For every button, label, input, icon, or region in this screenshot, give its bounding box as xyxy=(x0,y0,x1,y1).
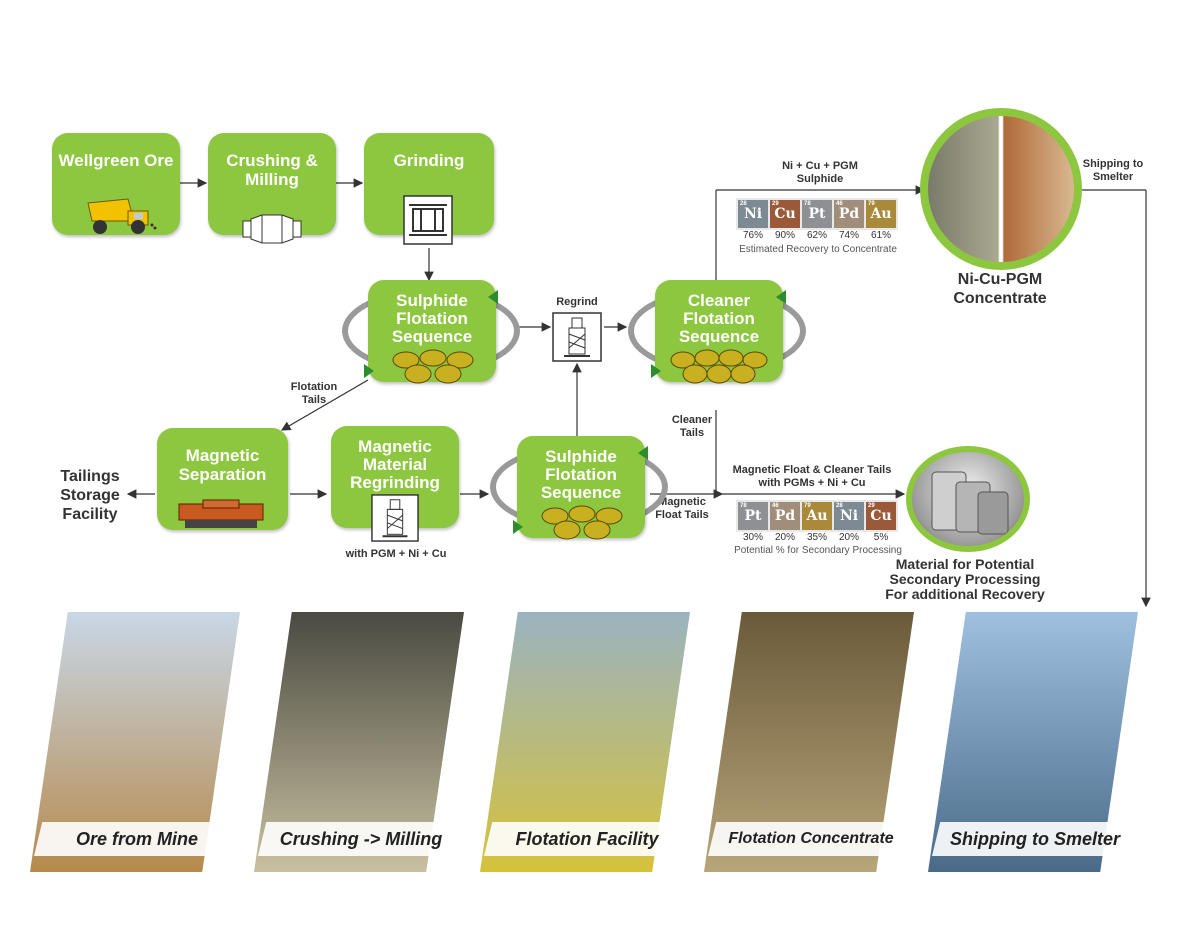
flow-triangle-icon xyxy=(488,290,498,304)
element-percentage: 20% xyxy=(774,532,795,543)
flotation-cells-icon xyxy=(541,505,623,540)
grinder-icon xyxy=(403,195,453,245)
wellgreen-ore-label: Wellgreen Ore xyxy=(58,151,174,170)
sulphide-flotation-bottom-box: Sulphide Flotation Sequence xyxy=(517,436,645,540)
regrind-label: Regrind xyxy=(556,296,598,308)
photo-caption: Ore from Mine xyxy=(34,822,240,856)
estimated-recovery-caption: Estimated Recovery to Concentrate xyxy=(739,244,897,255)
element-percentage: 61% xyxy=(870,230,891,241)
concentrate-label: Ni-Cu-PGM Concentrate xyxy=(953,271,1047,307)
element-percentage: 35% xyxy=(806,532,827,543)
magnetic-separation-box: Magnetic Separation xyxy=(157,428,288,530)
magnetic-float-tails-label: Magnetic Float Tails xyxy=(655,496,709,521)
regrind-mill-icon xyxy=(371,494,419,542)
flotation-tails-label: Flotation Tails xyxy=(290,381,338,406)
atomic-number: 46 xyxy=(772,503,779,509)
wellgreen-ore-box: Wellgreen Ore xyxy=(52,133,180,235)
element-percentage: 90% xyxy=(774,230,795,241)
grinding-box: Grinding xyxy=(364,133,494,245)
element-percentage: 62% xyxy=(806,230,827,241)
cleaner-flotation-label: Cleaner Flotation Sequence xyxy=(678,291,760,346)
element-symbol: Cu xyxy=(870,508,892,524)
atomic-number: 46 xyxy=(836,201,843,207)
flotation-cells-icon xyxy=(670,349,768,384)
flotation-cells-icon xyxy=(392,349,474,384)
magnetic-material-regrinding-box: Magnetic Material Regrinding xyxy=(331,426,459,542)
flow-triangle-icon xyxy=(776,290,786,304)
element-symbol: Cu xyxy=(774,206,796,222)
mill-icon xyxy=(242,214,302,244)
element-symbol: Ni xyxy=(743,206,763,222)
dump-truck-icon xyxy=(87,198,157,234)
magnetic-separation-label: Magnetic Separation xyxy=(178,446,267,484)
flow-triangle-icon xyxy=(513,520,523,534)
concentrate-image xyxy=(920,108,1082,270)
element-symbol: Au xyxy=(870,206,892,222)
metal-bars-icon xyxy=(931,471,1009,535)
photo-caption: Flotation Concentrate xyxy=(708,822,914,856)
element-symbol: Ni xyxy=(839,508,859,524)
element-symbol: Pd xyxy=(838,206,860,222)
magnetic-separator-icon xyxy=(178,499,264,528)
photo-caption: Shipping to Smelter xyxy=(932,822,1138,856)
element-percentage: 30% xyxy=(742,532,763,543)
atomic-number: 78 xyxy=(804,201,811,207)
atomic-number: 79 xyxy=(804,503,811,509)
sulphide-flotation-bottom-label: Sulphide Flotation Sequence xyxy=(540,447,622,502)
secondary-percentages: 30% 20% 35% 20% 5% xyxy=(738,532,896,543)
element-symbol: Pd xyxy=(774,508,796,524)
flow-triangle-icon xyxy=(651,364,661,378)
magnetic-material-regrinding-label: Magnetic Material Regrinding xyxy=(350,437,440,492)
element-symbol: Pt xyxy=(808,206,826,222)
metal-bars-image xyxy=(906,446,1030,552)
atomic-number: 29 xyxy=(868,503,875,509)
cleaner-flotation-box: Cleaner Flotation Sequence xyxy=(655,280,783,384)
shipping-to-smelter-label: Shipping to Smelter xyxy=(1082,158,1144,183)
atomic-number: 78 xyxy=(740,503,747,509)
element-percentage: 5% xyxy=(873,532,889,543)
element-percentage: 76% xyxy=(742,230,763,241)
with-pgm-label: with PGM + Ni + Cu xyxy=(345,548,447,560)
flow-triangle-icon xyxy=(638,446,648,460)
sulphide-flotation-top-box: Sulphide Flotation Sequence xyxy=(368,280,496,384)
element-symbol: Au xyxy=(806,508,828,524)
sulphide-route-label: Ni + Cu + PGM Sulphide xyxy=(782,160,858,185)
atomic-number: 28 xyxy=(836,503,843,509)
secondary-route-label: Magnetic Float & Cleaner Tails with PGMs… xyxy=(732,464,892,489)
crushing-milling-box: Crushing & Milling xyxy=(208,133,336,244)
grinding-label: Grinding xyxy=(393,151,465,170)
atomic-number: 28 xyxy=(740,201,747,207)
cleaner-tails-label: Cleaner Tails xyxy=(671,414,713,439)
potential-secondary-caption: Potential % for Secondary Processing xyxy=(734,545,902,556)
regrind-mill-icon xyxy=(552,312,602,362)
photo-caption: Flotation Facility xyxy=(484,822,690,856)
element-percentage: 20% xyxy=(838,532,859,543)
element-percentage: 74% xyxy=(838,230,859,241)
atomic-number: 79 xyxy=(868,201,875,207)
crushing-milling-label: Crushing & Milling xyxy=(226,151,318,189)
recovery-percentages: 76% 90% 62% 74% 61% xyxy=(738,230,896,241)
photo-caption: Crushing -> Milling xyxy=(258,822,464,856)
sulphide-flotation-top-label: Sulphide Flotation Sequence xyxy=(391,291,473,346)
secondary-material-label: Material for Potential Secondary Process… xyxy=(885,556,1045,602)
atomic-number: 29 xyxy=(772,201,779,207)
tailings-storage-label: Tailings Storage Facility xyxy=(60,468,120,523)
flow-triangle-icon xyxy=(364,364,374,378)
element-symbol: Pt xyxy=(744,508,762,524)
